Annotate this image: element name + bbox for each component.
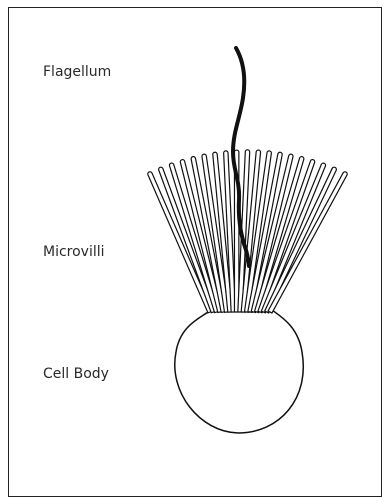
microvilli-collar bbox=[148, 150, 347, 313]
cell-body bbox=[175, 310, 304, 433]
choanoflagellate-diagram bbox=[0, 0, 391, 486]
